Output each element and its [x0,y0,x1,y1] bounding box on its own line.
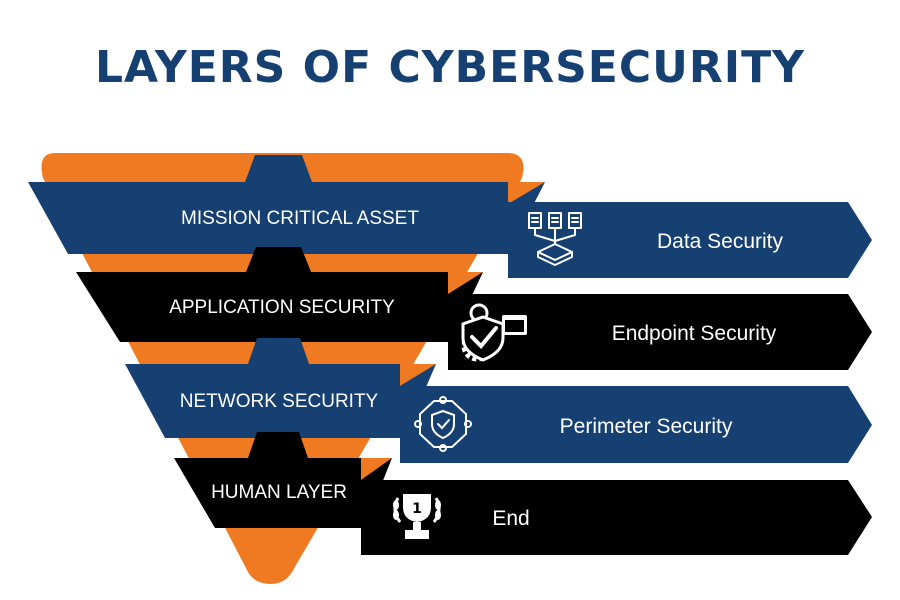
layer-label: HUMAN LAYER [211,482,347,503]
layer-label: NETWORK SECURITY [180,391,379,412]
arrow-label: Data Security [657,230,784,253]
layer-band-human-layer [248,432,308,458]
layer-label: APPLICATION SECURITY [169,297,395,318]
arrow-perimeter-security [400,386,872,463]
perimeter-shield-icon [414,396,472,452]
fold-corner [361,458,392,480]
trophy-icon: 1 [393,494,441,539]
arrow-end [361,480,872,555]
page-title: LAYERS OF CYBERSECURITY [95,42,805,93]
layer-band-network-security [248,338,309,364]
arrow-endpoint-security [448,294,872,370]
layer-band-human-layer [174,458,392,528]
layer-label: MISSION CRITICAL ASSET [181,208,419,229]
arrow-label: Perimeter Security [560,415,733,438]
fold-corner [400,364,436,386]
layer-band-application-security [246,247,311,272]
data-files-icon [528,212,582,266]
layer-band-application-security [76,272,483,342]
fold-corner [508,182,545,204]
endpoint-shield-gear-icon [461,303,527,362]
arrow-data-security [508,202,872,278]
arrow-label: End [492,507,529,530]
layer-band-network-security [125,364,436,438]
svg-text:1: 1 [412,501,422,517]
layer-band-mission-critical-asset [28,182,545,254]
fold-corner [448,272,483,294]
layer-band-mission-critical-asset [245,155,312,182]
arrow-label: Endpoint Security [612,322,777,345]
